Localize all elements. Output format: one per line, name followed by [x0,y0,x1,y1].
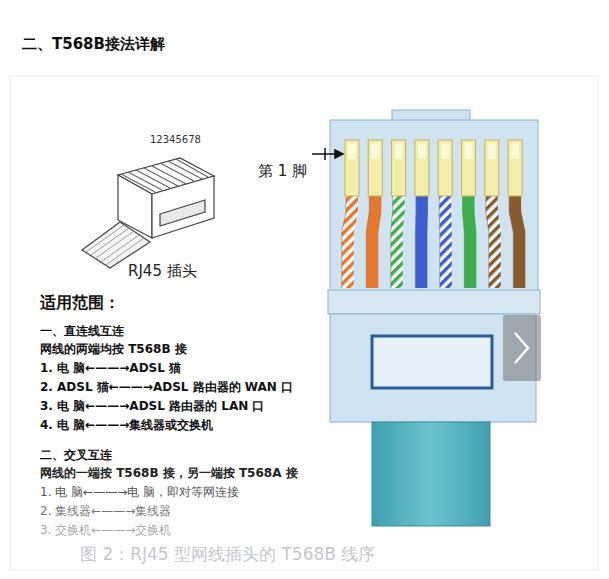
wire-edge [366,195,369,288]
wire-edge [439,195,441,288]
wire [469,195,471,288]
pin-contact [345,140,359,196]
pin-contact [392,140,406,196]
note: 网线的一端按 T568B 接，另一端按 T568A 接 [40,466,298,480]
pin-highlight [465,143,473,159]
wire [515,195,519,288]
wire [397,195,399,288]
cable [372,422,490,526]
rj45-plug-sketch [82,158,214,268]
connection-item: 2. ADSL 猫←——→ADSL 路由器的 WAN 口 [40,380,293,394]
subheading: 二、交叉互连 [40,448,112,462]
pin-label: 第 1 脚 [258,162,307,180]
pin-highlight [418,143,426,159]
plug-band [328,290,540,314]
pin-highlight [511,143,519,159]
pin-numbers: 12345678 [150,134,201,146]
wire-edge [342,195,346,288]
pin-contact [438,140,452,196]
pin-contact [462,140,476,196]
subheading: 一、直连线互连 [40,324,124,338]
rj45-connector-t568b [328,110,540,526]
connection-item: 3. 电 脑←——→ADSL 路由器的 LAN 口 [40,399,264,413]
connection-item: 2. 集线器←——→集线器 [40,504,171,518]
pin1-pointer [312,148,343,160]
pin-contact [485,140,499,196]
pin-highlight [371,143,379,159]
pin-contact [508,140,522,196]
wire-edge [391,195,393,288]
connection-item: 4. 电 脑←——→集线器或交换机 [40,418,213,432]
wire-edge [415,195,417,288]
connection-item: 1. 电 脑←——→电 脑，即对等网连接 [40,485,239,499]
wire-edge [486,195,489,288]
wire [348,195,352,288]
wire [439,195,452,288]
pin-highlight [441,143,449,159]
wire-edge [463,195,465,288]
pin-highlight [488,143,496,159]
wire [492,195,495,288]
pin-highlight [395,143,403,159]
housing-window [372,336,492,388]
pin-highlight [348,143,356,159]
connection-item: 3. 交换机←——→交换机 [40,523,171,537]
plug-body [330,120,538,292]
section-heading: 适用范围： [40,293,120,312]
wire-edge [509,195,513,288]
image-frame [10,76,598,570]
page-title: 二、T568B接法详解 [22,35,165,53]
note: 网线的两端均按 T568B 接 [40,342,187,356]
next-button [503,315,541,381]
wire [415,195,428,288]
wire [372,195,375,288]
figure-caption: 图 2：RJ45 型网线插头的 T568B 线序 [80,544,375,564]
connection-item: 1. 电 脑←——→ADSL 猫 [40,361,181,375]
pin-contact [415,140,429,196]
pin-contact [368,140,382,196]
part-label: RJ45 插头 [128,262,197,280]
